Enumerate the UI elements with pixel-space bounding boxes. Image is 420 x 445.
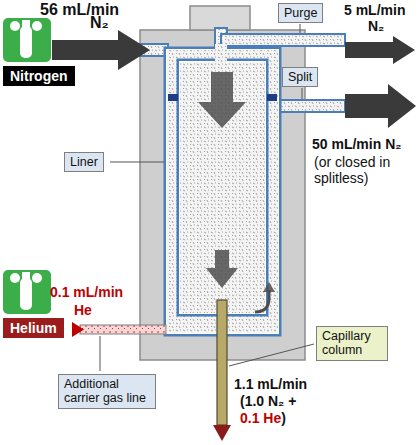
helium-cylinder-icon	[20, 278, 32, 310]
capillary-column	[213, 425, 231, 441]
flow-arrows	[206, 250, 238, 288]
helium-cylinder-icon	[3, 270, 51, 314]
liner	[178, 60, 267, 315]
nitrogen-cylinder-icon	[20, 26, 32, 58]
nitrogen-cylinder-icon	[22, 20, 30, 27]
gas-formula: He	[74, 302, 92, 318]
flow-rate: )	[281, 410, 286, 426]
gas-formula: N₂	[90, 14, 109, 32]
leader-line	[302, 88, 303, 99]
flow-arrows	[198, 72, 275, 312]
node-text: Liner	[70, 155, 98, 169]
callout-box: Capillary column	[316, 326, 388, 361]
node-text: Additional carrier gas line	[64, 377, 150, 406]
gas-name-box: Helium	[3, 318, 64, 338]
helium-line	[80, 325, 166, 334]
gas-arrows	[345, 36, 415, 64]
flow-rate: (1.0 N₂ +	[240, 393, 296, 409]
gas-arrows	[52, 30, 416, 128]
gas-arrows	[52, 30, 150, 70]
flow-rate: 0.1 He	[240, 410, 281, 426]
callout-box: Split	[282, 67, 318, 87]
flow-arrows	[198, 72, 246, 128]
flow-rate: 0.1 mL/min	[50, 284, 123, 300]
flow-rate: 50 mL/min N₂	[312, 136, 401, 152]
liner	[165, 44, 280, 335]
gas-name-box: Nitrogen	[3, 66, 75, 86]
injector-body	[190, 6, 250, 30]
leader-line	[229, 344, 314, 366]
node-text: Nitrogen	[10, 68, 68, 84]
helium-line	[72, 322, 84, 337]
note: (or closed in splitless)	[314, 154, 414, 186]
helium-cylinder-icon	[32, 273, 42, 283]
liner	[165, 48, 280, 335]
leader-line	[110, 162, 164, 163]
helium-line	[72, 322, 166, 337]
capillary-column	[217, 300, 227, 425]
liner	[168, 94, 178, 101]
capillary-column	[213, 300, 231, 441]
gas-arrows	[345, 84, 416, 128]
liner	[167, 50, 279, 334]
leader-line	[100, 336, 101, 371]
nitrogen-cylinder-icon	[3, 18, 51, 62]
flow-arrows	[255, 290, 269, 312]
leader-line	[300, 24, 301, 33]
node-text: Purge	[284, 6, 317, 20]
nitrogen-cylinder-icon	[10, 21, 20, 31]
flow-rate: 5 mL/min	[344, 2, 405, 18]
nitrogen-cylinder-icon	[3, 18, 51, 62]
liner	[267, 94, 277, 101]
gas-formula: N₂	[368, 18, 384, 34]
node-text: Helium	[10, 320, 57, 336]
flow-rate: 1.1 mL/min	[234, 376, 307, 392]
callout-box: Additional carrier gas line	[58, 374, 156, 409]
helium-cylinder-icon	[10, 273, 20, 283]
flow-arrows	[263, 282, 275, 292]
node-text: Split	[288, 70, 312, 84]
callout-box: Liner	[64, 152, 104, 172]
helium-cylinder-icon	[22, 272, 30, 279]
gas-lines	[221, 34, 345, 46]
callout-box: Purge	[278, 3, 323, 23]
liner	[215, 44, 227, 62]
helium-cylinder-icon	[3, 270, 51, 314]
node-text: Capillary column	[322, 329, 382, 358]
liner	[180, 62, 266, 314]
nitrogen-cylinder-icon	[32, 21, 42, 31]
